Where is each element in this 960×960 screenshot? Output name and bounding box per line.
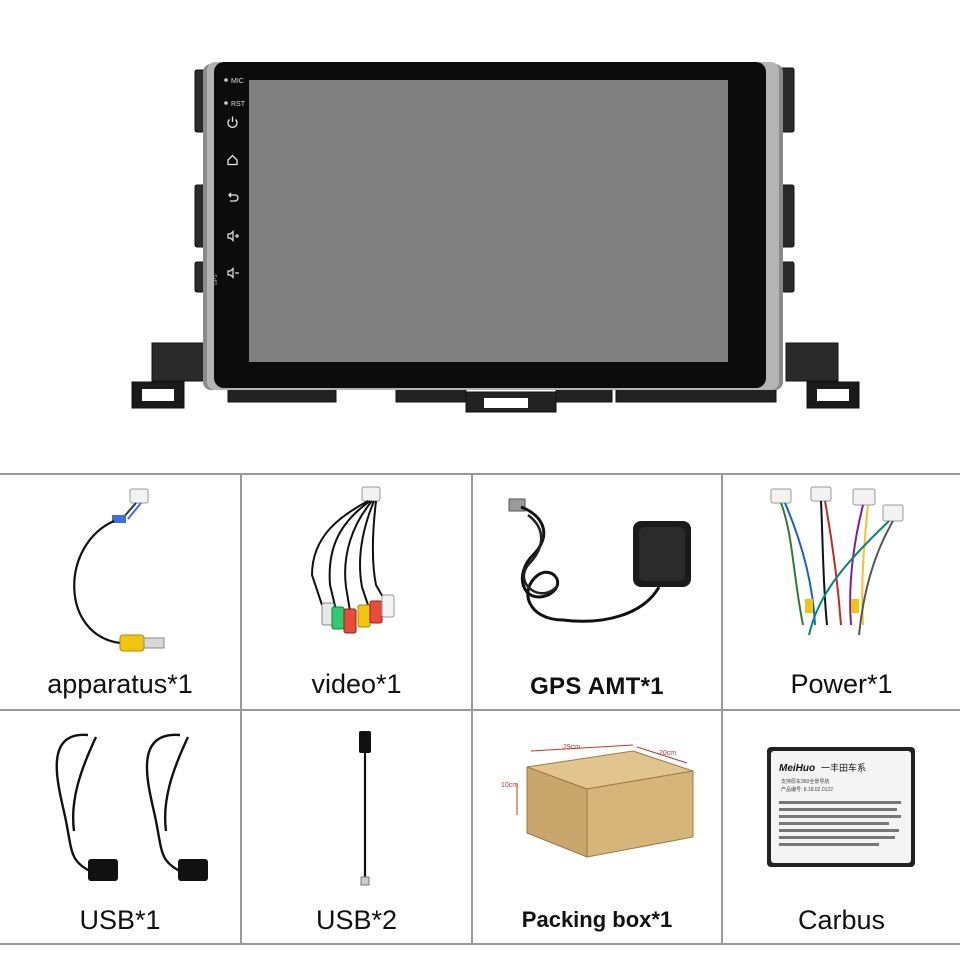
box-length-label: 29cm: [563, 744, 580, 751]
accessory-grid: apparatus*1 video*1: [0, 473, 960, 945]
accessory-carbus: MeiHuo 一丰田车系 支持原车360全景导航 产品编号: 8.18.02.0…: [723, 711, 960, 943]
accessory-caption: apparatus*1: [47, 669, 193, 699]
carbus-fine-print: [779, 801, 901, 846]
accessory-power: Power*1: [723, 475, 960, 709]
usb-cables-icon: [55, 733, 208, 881]
accessory-caption: Power*1: [790, 669, 893, 699]
accessory-caption: Packing box*1: [521, 907, 673, 932]
accessory-caption: video*1: [311, 669, 402, 699]
accessory-caption: GPS AMT*1: [530, 673, 664, 700]
box-width-label: 20cm: [659, 750, 676, 757]
usb-extension-cable-icon: [359, 731, 371, 886]
accessory-packing-box: 29cm 20cm 10cm Packing box*1: [473, 711, 721, 943]
volume-up-icon[interactable]: [227, 230, 239, 242]
rst-label: RST: [231, 101, 246, 108]
bottom-trim: [227, 387, 777, 413]
cardboard-box-icon: 29cm 20cm 10cm: [501, 744, 694, 858]
home-icon[interactable]: [227, 154, 238, 166]
grid-line-middle: [0, 709, 960, 711]
carbus-sub-line: 支持原车360全景导航: [781, 778, 829, 785]
accessory-gps: GPS AMT*1: [473, 475, 721, 709]
grid-line-v1: [240, 473, 242, 945]
reverse-camera-cable-icon: [73, 488, 165, 652]
car-radio-head-unit: MIC RST GPS: [0, 0, 960, 430]
accessory-video: video*1: [242, 475, 471, 709]
carbus-model-line: 一丰田车系: [821, 762, 866, 773]
grid-line-top: [0, 473, 960, 475]
carbus-brand: MeiHuo: [779, 763, 815, 774]
rca-video-cable-icon: [310, 486, 395, 634]
gps-antenna-icon: [508, 498, 691, 623]
left-mounting-bracket: [131, 69, 210, 409]
accessory-caption: Carbus: [797, 905, 886, 935]
side-controls: MIC RST GPS: [213, 78, 246, 285]
grid-line-v3: [721, 473, 723, 945]
mic-label: MIC: [231, 78, 244, 85]
head-unit-illustration: MIC RST GPS: [131, 62, 860, 413]
power-icon[interactable]: [227, 116, 238, 128]
accessory-usb-1: USB*1: [0, 711, 240, 943]
back-icon[interactable]: [228, 192, 239, 202]
accessory-apparatus: apparatus*1: [0, 475, 240, 709]
power-harness-icon: [770, 486, 904, 636]
accessory-caption: USB*2: [315, 905, 398, 935]
accessory-caption: USB*1: [79, 905, 161, 935]
grid-line-v2: [471, 473, 473, 945]
carbus-code-line: 产品编号: 8.18.02.0122: [781, 786, 833, 793]
accessory-usb-2: USB*2: [242, 711, 471, 943]
display-screen: [249, 80, 728, 362]
grid-line-bottom: [0, 943, 960, 945]
volume-down-icon[interactable]: [227, 267, 239, 279]
right-mounting-bracket: [779, 67, 860, 409]
gps-port-label: GPS: [213, 274, 219, 285]
box-height-label: 10cm: [501, 782, 518, 789]
canbus-decoder-icon: MeiHuo 一丰田车系 支持原车360全景导航 产品编号: 8.18.02.0…: [767, 747, 915, 867]
